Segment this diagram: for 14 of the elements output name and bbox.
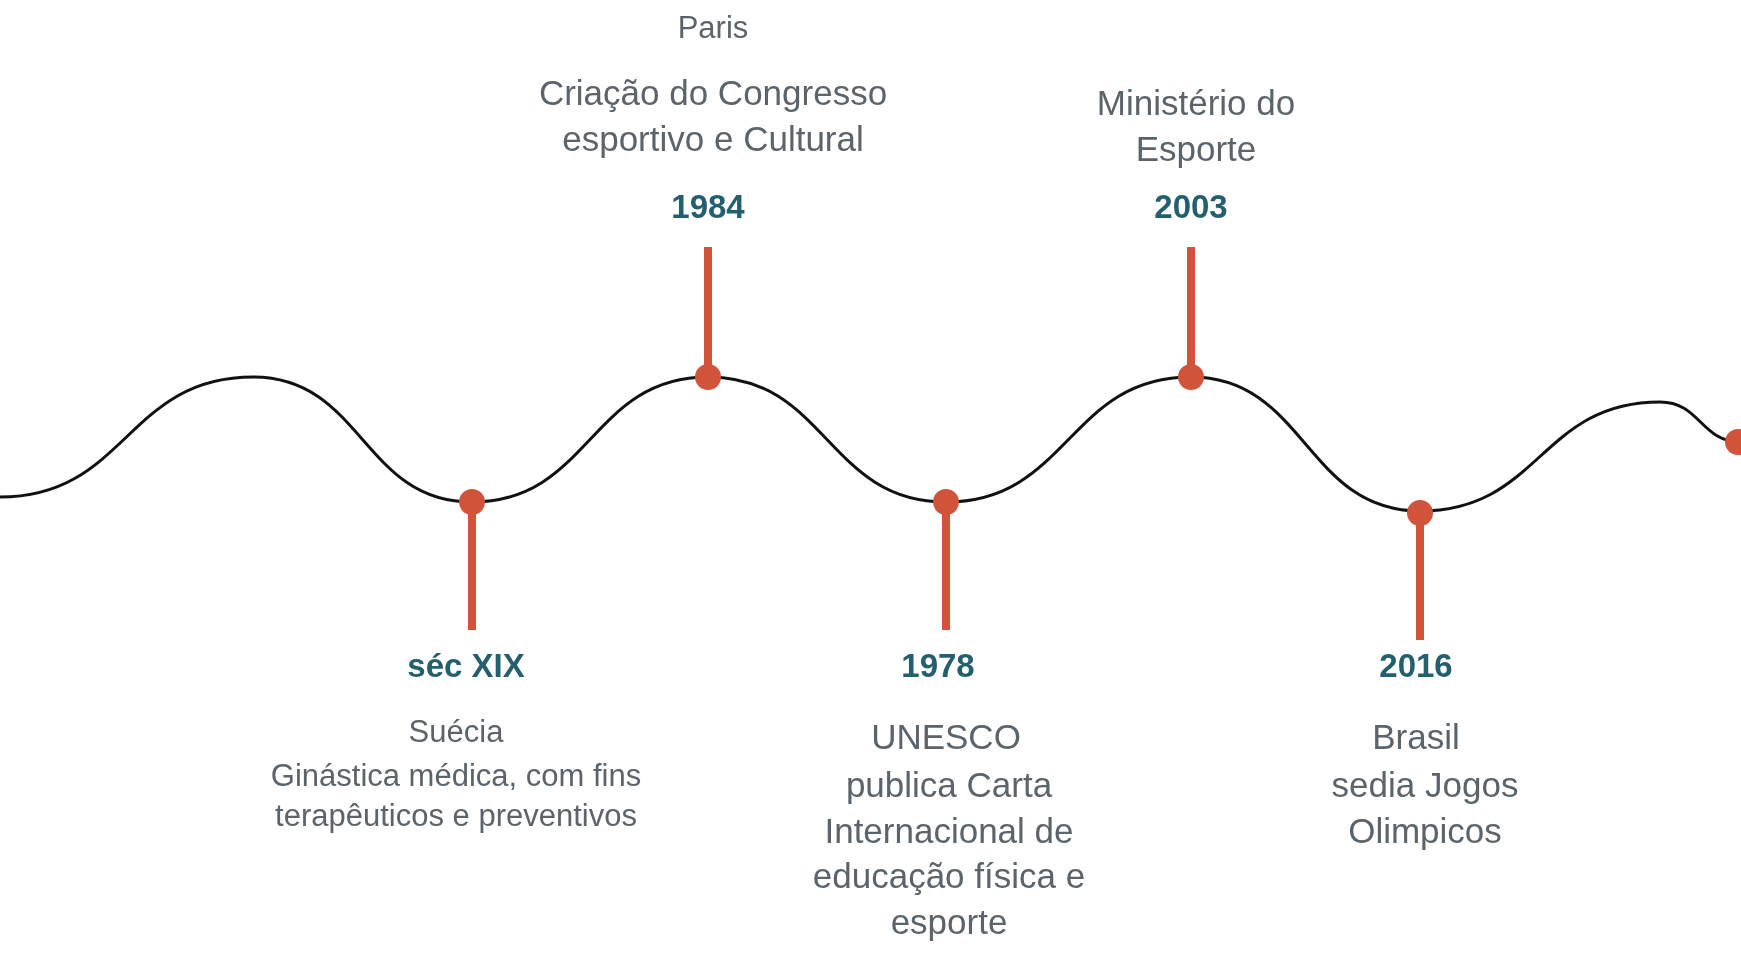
description-text: Suécia — [407, 713, 505, 751]
year-label: 1984 — [670, 187, 746, 227]
description-text: UNESCO — [870, 716, 1022, 758]
description-text: Brasil — [1371, 716, 1461, 758]
description-text: sedia Jogos Olimpicos — [1330, 764, 1520, 852]
year-label: 2016 — [1378, 646, 1454, 686]
description-text: Criação do Congresso esportivo e Cultural — [537, 72, 889, 160]
year-label: 1978 — [900, 646, 976, 686]
place-label: Paris — [676, 9, 750, 47]
year-label: 2003 — [1153, 187, 1229, 227]
year-label: séc XIX — [406, 646, 526, 686]
description-text: publica Carta Internacional de educação física e esporte — [811, 764, 1087, 943]
description-text: Ginástica médica, com fins terapêuticos e preventivos — [269, 757, 643, 836]
description-text: Ministério do Esporte — [1095, 82, 1297, 170]
